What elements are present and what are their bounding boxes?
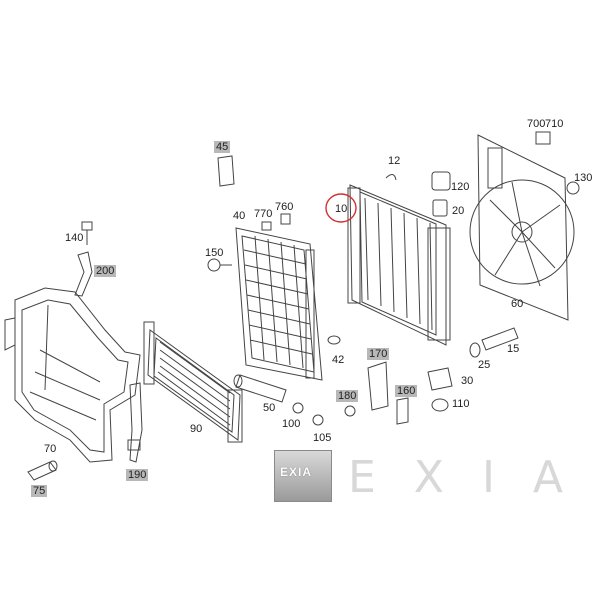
callout-75: 75 xyxy=(31,485,48,497)
part-42-washer xyxy=(327,335,341,345)
part-160-bracket xyxy=(396,397,409,425)
callout-20: 20 xyxy=(452,205,465,217)
callout-770: 770 xyxy=(254,208,273,220)
callout-180: 180 xyxy=(336,390,359,402)
callout-110: 110 xyxy=(452,398,470,410)
callout-90: 90 xyxy=(190,423,203,435)
selected-callout-circle xyxy=(325,193,357,223)
callout-160: 160 xyxy=(395,385,418,397)
callout-120: 120 xyxy=(451,181,470,193)
callout-70: 70 xyxy=(44,443,57,455)
part-760-plug xyxy=(280,213,291,225)
callout-30: 30 xyxy=(461,375,474,387)
part-200-bracket xyxy=(74,251,93,297)
callout-25: 25 xyxy=(478,359,491,371)
callout-130: 130 xyxy=(574,172,593,184)
callout-760: 760 xyxy=(275,201,294,213)
callout-170: 170 xyxy=(367,348,390,360)
brand-wordmark: EXIA xyxy=(348,452,600,503)
part-70-air-duct xyxy=(4,287,141,463)
part-10-radiator xyxy=(347,184,451,346)
part-770-plug xyxy=(261,221,272,231)
callout-10: 10 xyxy=(335,203,348,215)
callout-12: 12 xyxy=(388,155,401,167)
part-170-bracket xyxy=(367,361,389,411)
callout-200: 200 xyxy=(94,265,117,277)
callout-150: 150 xyxy=(205,247,224,259)
part-60-fan xyxy=(469,134,575,321)
part-40-condenser xyxy=(235,227,323,381)
brand-mark: EXIA xyxy=(274,450,332,502)
part-180-bolt xyxy=(344,405,356,417)
callout-100: 100 xyxy=(282,418,301,430)
part-190-side-bracket xyxy=(127,382,143,463)
part-100-plug xyxy=(292,402,304,414)
callout-42: 42 xyxy=(332,354,345,366)
part-15-sensor xyxy=(481,327,519,351)
part-25-seal xyxy=(469,342,481,358)
part-140-bolt xyxy=(81,221,93,245)
part-90-cooler xyxy=(143,321,243,443)
part-110-cap xyxy=(431,398,449,412)
callout-105: 105 xyxy=(313,432,332,444)
part-150-bolt xyxy=(207,258,232,272)
part-20-sensor xyxy=(432,199,448,217)
part-105-bolt xyxy=(312,414,324,426)
callout-50: 50 xyxy=(263,402,276,414)
callout-15: 15 xyxy=(507,343,520,355)
brand-mark-text: EXIA xyxy=(280,465,313,479)
callout-45: 45 xyxy=(214,141,231,153)
brand-logo: EXIA EXIA xyxy=(270,450,570,506)
part-120-cap xyxy=(431,171,451,191)
callout-60: 60 xyxy=(511,298,524,310)
part-130-bolt xyxy=(566,181,580,195)
callout-190: 190 xyxy=(126,469,149,481)
callout-700: 700 xyxy=(527,118,546,130)
callout-140: 140 xyxy=(65,232,84,244)
callout-40: 40 xyxy=(233,210,246,222)
part-45-clip xyxy=(217,155,235,187)
part-50-dryer xyxy=(233,374,287,403)
part-30-valve xyxy=(427,367,453,391)
callout-710: 710 xyxy=(545,118,564,130)
part-700-connector xyxy=(535,131,551,145)
part-75-cap xyxy=(27,460,58,481)
part-12-clip xyxy=(385,174,397,181)
